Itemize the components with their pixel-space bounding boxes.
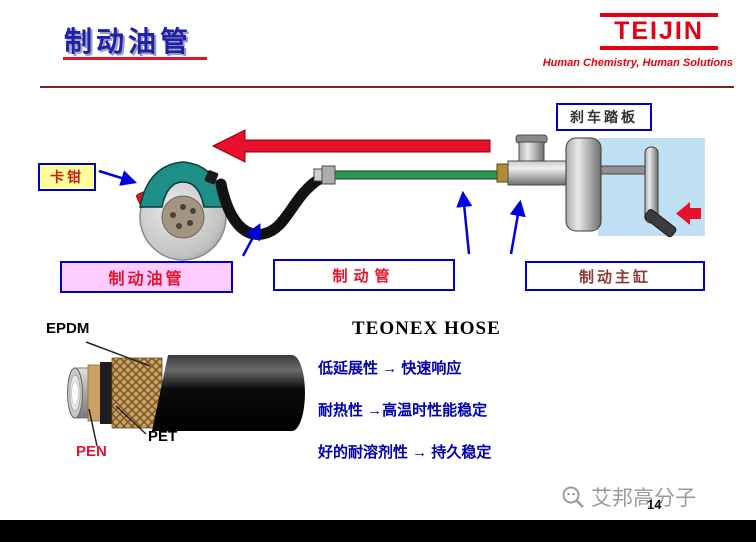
- master-cylinder-illustration: [496, 134, 602, 232]
- caliper-illustration: [136, 161, 227, 208]
- tube-pointer-arrow: [456, 190, 473, 255]
- pet-leader-line: [115, 405, 147, 435]
- brand-watermark: 艾邦高分子: [560, 482, 696, 512]
- brake-hose-curve: [215, 172, 327, 240]
- epdm-outer-layer: [152, 355, 305, 431]
- label-brake-pipe: 制动管: [273, 259, 455, 291]
- logo-tagline: Human Chemistry, Human Solutions: [542, 57, 733, 69]
- oil-hose-pointer-arrow: [241, 223, 261, 257]
- pointer-arrows: [98, 169, 526, 257]
- bottom-black-bar: [0, 520, 756, 542]
- label-master-cylinder: 制动主缸: [525, 261, 705, 291]
- label-brake-oil-hose: 制动油管: [60, 261, 233, 293]
- feature-line-1: 低延展性 → 快速响应: [318, 360, 462, 377]
- caliper-pointer-arrow: [98, 169, 138, 186]
- header-divider: [40, 86, 734, 88]
- pen-leader-line: [88, 408, 98, 447]
- pedal-force-arrow-icon: [676, 202, 701, 225]
- title-underline: [63, 57, 207, 60]
- label-brake-pedal: 刹车踏板: [556, 103, 652, 131]
- hose-title: TEONEX HOSE: [352, 318, 501, 339]
- label-caliper: 卡钳: [38, 163, 96, 191]
- brake-pedal-illustration: [595, 146, 677, 238]
- master-cylinder-pointer-arrow: [509, 199, 526, 255]
- label-epdm: EPDM: [46, 320, 90, 337]
- logo-bottom-bar: [600, 45, 718, 50]
- epdm-leader-line: [85, 341, 151, 367]
- watermark-text: 艾邦高分子: [591, 487, 696, 510]
- flow-direction-arrow-icon: [211, 129, 491, 163]
- pet-braid-layer: [111, 357, 163, 429]
- page-title: 制动油管: [64, 26, 193, 57]
- logo-text: TEIJIN: [614, 17, 704, 45]
- hose-bore: [71, 380, 79, 406]
- label-pen: PEN: [76, 443, 107, 460]
- logo-top-bar: [600, 13, 718, 17]
- teijin-logo: TEIJIN: [600, 13, 718, 50]
- hose-layers: [67, 355, 305, 431]
- hose-cross-section: [67, 341, 305, 447]
- feature-line-3: 好的耐溶剂性 → 持久稳定: [318, 444, 492, 461]
- watermark-logo-icon: [562, 486, 584, 508]
- brake-system-diagram: [98, 129, 705, 261]
- page-number: 14: [647, 497, 662, 512]
- label-pet: PET: [148, 428, 178, 445]
- feature-line-2: 耐热性 →高温时性能稳定: [318, 402, 488, 419]
- brake-tube-illustration: [313, 165, 501, 185]
